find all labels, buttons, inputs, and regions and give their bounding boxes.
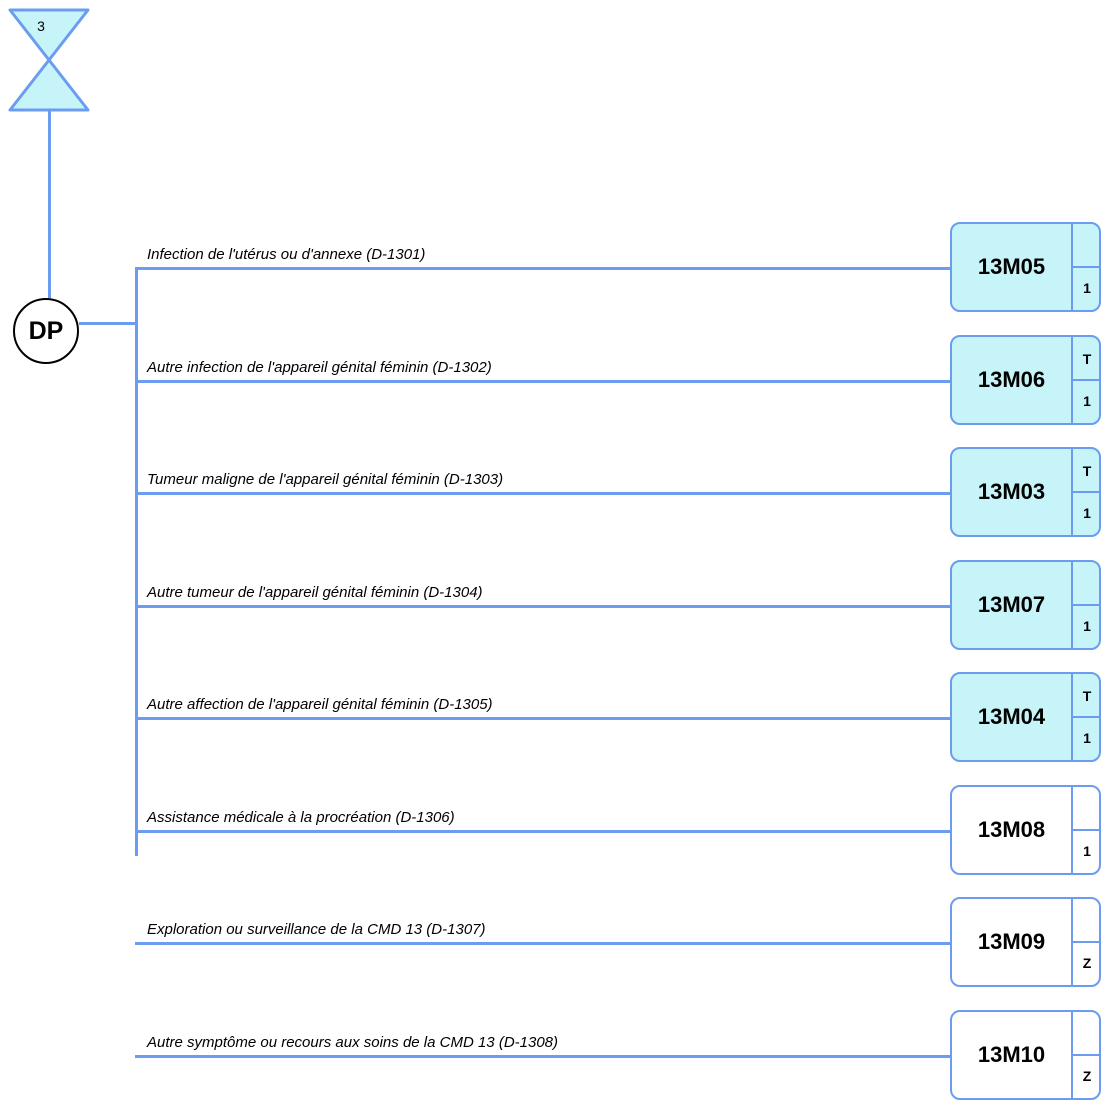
branch-label: Autre tumeur de l'appareil génital fémin…: [147, 584, 483, 601]
start-node-number: 3: [37, 18, 45, 34]
box-divider: [1071, 562, 1073, 648]
group-box-13m08: 13M08 1: [950, 785, 1101, 875]
group-code: 13M06: [977, 367, 1046, 392]
box-divider: [1071, 899, 1073, 985]
box-divider: [1073, 716, 1099, 718]
branch-line: [135, 830, 952, 833]
top-flag: [1073, 1012, 1099, 1056]
group-box-13m03: 13M03 T 1: [950, 447, 1101, 537]
box-divider: [1071, 337, 1073, 423]
box-divider: [1071, 224, 1073, 310]
bottom-flag: 1: [1083, 618, 1091, 634]
bottom-flag: 1: [1083, 843, 1091, 859]
top-flag: [1073, 899, 1099, 943]
branch-line: [135, 267, 952, 270]
group-box-13m06: 13M06 T 1: [950, 335, 1101, 425]
hourglass-icon: [8, 8, 90, 112]
top-flag: [1073, 787, 1099, 831]
box-divider: [1073, 266, 1099, 268]
branch-line: [135, 380, 952, 383]
box-divider: [1071, 1012, 1073, 1098]
bottom-flag: Z: [1082, 955, 1092, 971]
top-flag: T: [1082, 688, 1092, 704]
branch-line: [135, 717, 952, 720]
connector-start-to-dp: [48, 110, 51, 298]
branch-label: Assistance médicale à la procréation (D-…: [147, 809, 455, 826]
group-code: 13M03: [977, 479, 1046, 504]
branch-trunk: [135, 267, 138, 856]
group-code: 13M10: [977, 1042, 1046, 1067]
group-code: 13M05: [977, 254, 1046, 279]
branch-label: Tumeur maligne de l'appareil génital fém…: [147, 471, 504, 488]
bottom-flag: Z: [1082, 1068, 1092, 1084]
connector-dp-to-trunk: [79, 322, 138, 325]
branch-line: [135, 605, 952, 608]
branch-line: [135, 492, 952, 495]
branch-line: [135, 942, 952, 945]
top-flag: T: [1082, 351, 1092, 367]
decision-node-dp: DP: [13, 298, 79, 364]
group-box-13m04: 13M04 T 1: [950, 672, 1101, 762]
branch-label: Exploration ou surveillance de la CMD 13…: [147, 921, 486, 938]
box-divider: [1073, 604, 1099, 606]
group-code: 13M04: [977, 704, 1046, 729]
branch-line: [135, 1055, 952, 1058]
group-code: 13M09: [977, 929, 1046, 954]
branch-label: Autre symptôme ou recours aux soins de l…: [147, 1034, 559, 1051]
box-divider: [1073, 829, 1099, 831]
box-divider: [1071, 674, 1073, 760]
top-flag: [1073, 562, 1099, 606]
box-divider: [1073, 491, 1099, 493]
bottom-flag: 1: [1083, 393, 1091, 409]
box-divider: [1071, 449, 1073, 535]
group-box-13m05: 13M05 1: [950, 222, 1101, 312]
branch-label: Autre affection de l'appareil génital fé…: [147, 696, 493, 713]
group-box-13m07: 13M07 1: [950, 560, 1101, 650]
group-code: 13M07: [977, 592, 1046, 617]
box-divider: [1073, 1054, 1099, 1056]
group-code: 13M08: [977, 817, 1046, 842]
box-divider: [1073, 941, 1099, 943]
box-divider: [1073, 379, 1099, 381]
bottom-flag: 1: [1083, 505, 1091, 521]
box-divider: [1071, 787, 1073, 873]
branch-label: Autre infection de l'appareil génital fé…: [147, 359, 492, 376]
top-flag: T: [1082, 463, 1092, 479]
bottom-flag: 1: [1083, 730, 1091, 746]
branch-label: Infection de l'utérus ou d'annexe (D-130…: [147, 246, 426, 263]
top-flag: [1073, 224, 1099, 268]
bottom-flag: 1: [1083, 280, 1091, 296]
